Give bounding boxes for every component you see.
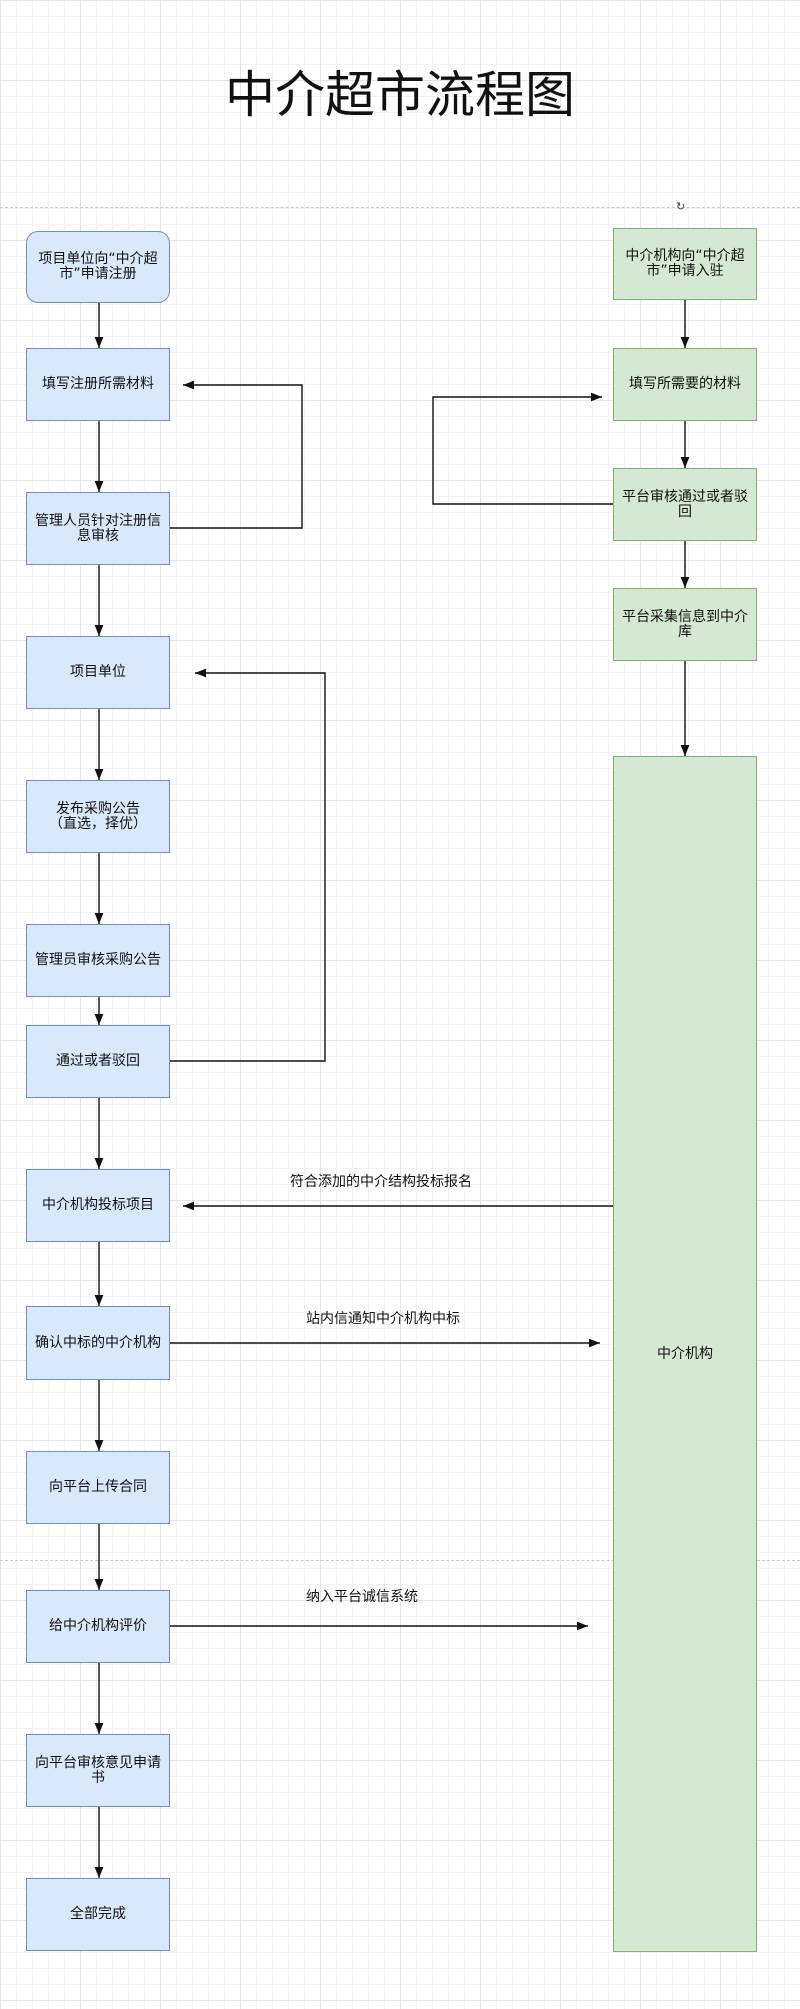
node-fill-registration[interactable]: 填写注册所需材料 — [26, 348, 170, 421]
node-pass-or-reject[interactable]: 通过或者驳回 — [26, 1025, 170, 1098]
edge-label-eligible-bid: 符合添加的中介结构投标报名 — [290, 1174, 472, 1190]
node-admin-review-notice[interactable]: 管理员审核采购公告 — [26, 924, 170, 997]
page-break-line — [0, 207, 800, 208]
node-collect-info[interactable]: 平台采集信息到中介库 — [613, 588, 757, 661]
node-upload-contract[interactable]: 向平台上传合同 — [26, 1451, 170, 1524]
node-publish-notice[interactable]: 发布采购公告 （直选，择优） — [26, 780, 170, 853]
edge-label-notify-win: 站内信通知中介机构中标 — [306, 1311, 460, 1327]
page-break-line — [0, 1560, 800, 1561]
page-title: 中介超市流程图 — [225, 66, 575, 124]
node-submit-opinion[interactable]: 向平台审核意见申请书 — [26, 1734, 170, 1807]
rotate-handle-icon: ↻ — [676, 200, 686, 213]
node-admin-review-registration[interactable]: 管理人员针对注册信息审核 — [26, 492, 170, 565]
node-agency-apply[interactable]: 中介机构向“中介超市”申请入驻 — [613, 228, 757, 300]
edge-reject-loop-back — [170, 668, 326, 1062]
node-evaluate-agency[interactable]: 给中介机构评价 — [26, 1590, 170, 1663]
edge-platform-reject-loop — [432, 392, 613, 505]
node-confirm-winner[interactable]: 确认中标的中介机构 — [26, 1306, 170, 1380]
node-fill-required-materials[interactable]: 填写所需要的材料 — [613, 348, 757, 421]
edge-label-credit-system: 纳入平台诚信系统 — [306, 1589, 418, 1605]
node-project-unit-apply[interactable]: 项目单位向“中介超市”申请注册 — [26, 231, 170, 303]
node-platform-review[interactable]: 平台审核通过或者驳回 — [613, 468, 757, 541]
node-all-done[interactable]: 全部完成 — [26, 1878, 170, 1951]
edge-review-loop-back — [170, 380, 303, 529]
node-agency-bid[interactable]: 中介机构投标项目 — [26, 1169, 170, 1242]
node-project-unit[interactable]: 项目单位 — [26, 636, 170, 709]
node-agency-pool[interactable]: 中介机构 — [613, 756, 757, 1952]
